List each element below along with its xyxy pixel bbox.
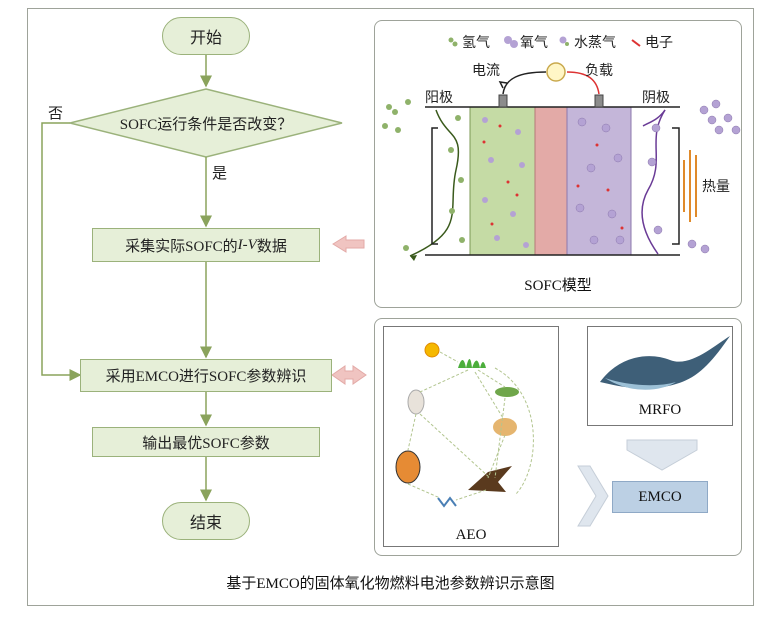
hydrogen-icon	[448, 37, 454, 43]
step3-label: 输出最优SOFC参数	[142, 435, 270, 452]
cathode-terminal	[594, 94, 604, 108]
grass-icon	[458, 359, 486, 368]
output-params-step: 输出最优SOFC参数	[92, 427, 320, 457]
start-label: 开始	[189, 30, 222, 47]
step1-suffix: 数据	[256, 238, 287, 255]
legend-hydrogen: 氢气	[462, 36, 490, 51]
cathode-layer	[566, 106, 632, 256]
decision-label: SOFC运行条件是否改变？	[119, 117, 293, 133]
start-terminal: 开始	[162, 17, 250, 55]
end-terminal: 结束	[162, 502, 250, 540]
heat-waves-icon	[683, 150, 697, 222]
decomposer-icon	[437, 496, 457, 508]
legend-water-vapor: 水蒸气	[574, 36, 616, 51]
oxygen-icon	[504, 36, 512, 44]
manta-ray-icon	[600, 336, 730, 389]
double-arrow	[331, 365, 367, 385]
aeo-caption: AEO	[455, 527, 487, 543]
figure-frame	[27, 8, 754, 606]
end-label: 结束	[189, 515, 222, 532]
anode-layer	[469, 106, 536, 256]
sun-icon	[424, 342, 440, 358]
anode-label: 阳极	[425, 91, 453, 106]
load-label: 负载	[585, 64, 613, 79]
anode-terminal	[498, 94, 508, 108]
tiger-icon	[395, 450, 421, 484]
step1-prefix: 采集实际SOFC的	[125, 238, 238, 255]
hamster-icon	[493, 418, 517, 436]
step1-iv: I-V	[237, 236, 257, 253]
sofc-model-caption: SOFC模型	[524, 278, 592, 294]
current-label: 电流	[472, 64, 500, 79]
eagle-icon	[468, 466, 512, 492]
legend-electron: 电子	[645, 36, 673, 51]
data-arrow-left	[332, 235, 365, 253]
emco-box: EMCO	[612, 481, 708, 513]
emco-identification-step: 采用EMCO进行SOFC参数辨识	[80, 359, 332, 392]
grasshopper-icon	[495, 387, 519, 397]
step2-label: 采用EMCO进行SOFC参数辨识	[105, 369, 307, 385]
arrow-no-branch	[41, 122, 82, 381]
mrfo-caption: MRFO	[638, 402, 682, 418]
down-arrow-icon	[626, 439, 698, 471]
right-chevron-icon	[577, 465, 609, 527]
no-label: 否	[48, 106, 64, 122]
yes-label: 是	[212, 166, 228, 182]
load-bulb-icon	[546, 62, 566, 82]
heat-label: 热量	[702, 180, 730, 195]
cathode-label: 阴极	[642, 91, 670, 106]
emco-label: EMCO	[638, 488, 682, 505]
electron-icon	[631, 39, 641, 47]
figure-caption: 基于EMCO的固体氧化物燃料电池参数辨识示意图	[226, 576, 555, 592]
water-vapor-icon	[559, 36, 567, 44]
legend-oxygen: 氧气	[520, 36, 548, 51]
